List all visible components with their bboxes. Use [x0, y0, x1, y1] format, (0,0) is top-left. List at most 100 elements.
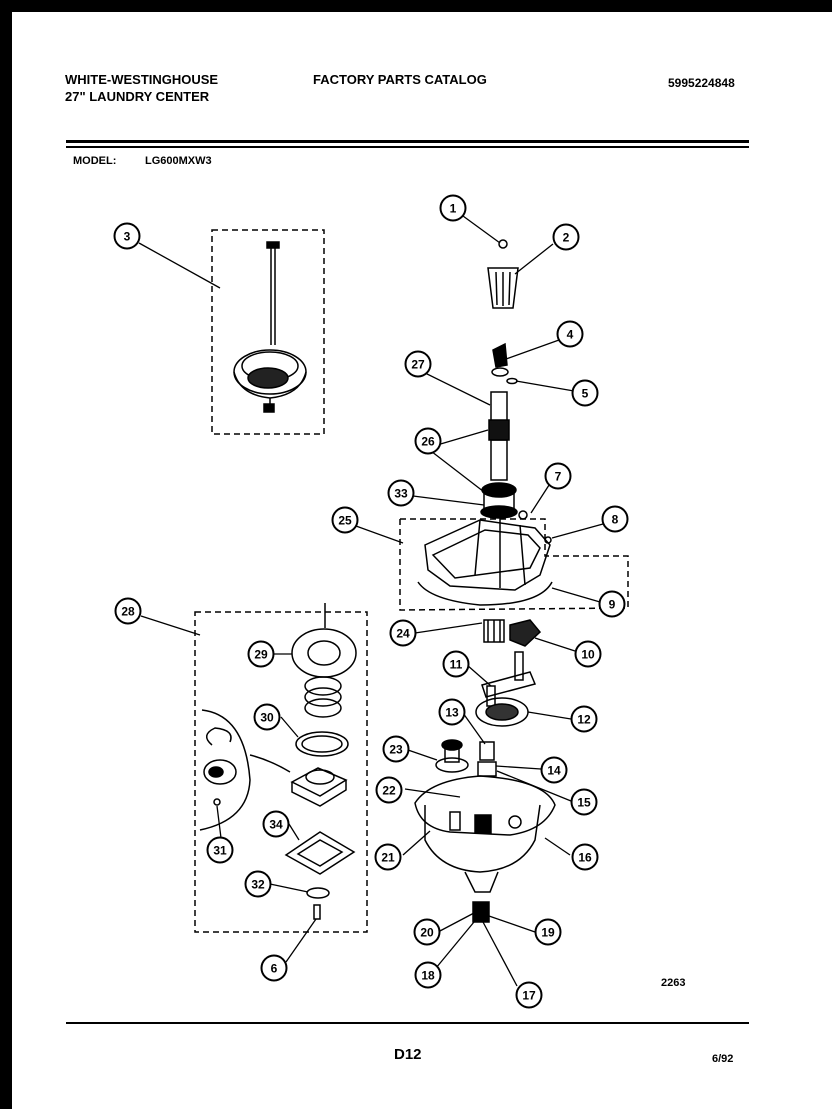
callout-label: 22 — [382, 784, 396, 798]
callout-label: 29 — [254, 648, 268, 662]
callout-28: 28 — [114, 597, 142, 625]
callout-label: 7 — [555, 470, 562, 484]
callout-circle — [571, 843, 599, 871]
callout-label: 30 — [260, 711, 274, 725]
callout-circle — [570, 788, 598, 816]
footer-rule — [66, 1022, 749, 1024]
callout-8: 8 — [601, 505, 629, 533]
callout-circle — [206, 836, 234, 864]
callout-circle — [534, 918, 562, 946]
callout-label: 11 — [450, 658, 463, 672]
callout-circle — [247, 640, 275, 668]
callout-label: 2 — [563, 231, 570, 245]
callout-label: 12 — [577, 713, 591, 727]
model-number: LG600MXW3 — [145, 155, 212, 167]
callout-label: 19 — [541, 926, 555, 940]
callout-26: 26 — [414, 427, 442, 455]
leader-lines — [138, 215, 604, 987]
callout-circle — [387, 479, 415, 507]
callout-18: 18 — [414, 961, 442, 989]
callout-label: 17 — [522, 989, 536, 1003]
callout-label: 18 — [421, 969, 435, 983]
callout-circle — [438, 698, 466, 726]
assembly-box-25 — [399, 518, 629, 611]
callout-30: 30 — [253, 703, 281, 731]
figure-id: 2263 — [661, 977, 686, 989]
callout-label: 31 — [213, 844, 227, 858]
callout-label: 9 — [609, 598, 616, 612]
callout-circle — [382, 735, 410, 763]
callout-label: 16 — [578, 851, 592, 865]
callout-circle — [262, 810, 290, 838]
callout-circle — [574, 640, 602, 668]
callout-19: 19 — [534, 918, 562, 946]
crank-and-gear-drawing — [475, 651, 537, 727]
callout-34: 34 — [262, 810, 290, 838]
callout-21: 21 — [374, 843, 402, 871]
callout-11: 11 — [442, 650, 470, 678]
callout-label: 4 — [567, 328, 574, 342]
callout-20: 20 — [413, 918, 441, 946]
callout-circle — [413, 918, 441, 946]
callout-10: 10 — [574, 640, 602, 668]
callout-1: 1 — [439, 194, 467, 222]
header-rule-top — [66, 140, 749, 143]
gear-case-drawing — [414, 775, 556, 893]
clip-and-cap-drawing — [487, 239, 519, 309]
pinion-and-cam-drawing — [483, 619, 542, 647]
product-title: 27" LAUNDRY CENTER — [65, 89, 210, 104]
callout-circle — [253, 703, 281, 731]
callout-13: 13 — [438, 698, 466, 726]
transmission-cover-drawing — [417, 510, 553, 606]
callout-circle — [114, 597, 142, 625]
callout-32: 32 — [244, 870, 272, 898]
assembly-box-28 — [194, 611, 368, 933]
callout-7: 7 — [544, 462, 572, 490]
callout-circle — [113, 222, 141, 250]
callout-circle — [515, 981, 543, 1009]
callout-label: 27 — [411, 358, 425, 372]
callout-circle — [598, 590, 626, 618]
callout-label: 32 — [251, 878, 265, 892]
callout-label: 3 — [124, 230, 131, 244]
callout-circle — [374, 843, 402, 871]
callout-circle — [556, 320, 584, 348]
catalog-number: 5995224848 — [668, 76, 735, 90]
callout-label: 21 — [381, 851, 395, 865]
callout-33: 33 — [387, 479, 415, 507]
model-label: MODEL: — [73, 155, 117, 167]
callout-2: 2 — [552, 223, 580, 251]
callout-circle — [570, 705, 598, 733]
callout-24: 24 — [389, 619, 417, 647]
callout-label: 20 — [420, 926, 434, 940]
callout-circle — [540, 756, 568, 784]
callout-circle — [414, 961, 442, 989]
callout-3: 3 — [113, 222, 141, 250]
callout-circle — [404, 350, 432, 378]
page-number: D12 — [394, 1046, 422, 1063]
callout-label: 1 — [450, 202, 457, 216]
callout-31: 31 — [206, 836, 234, 864]
callout-circle — [544, 462, 572, 490]
callout-label: 26 — [421, 435, 435, 449]
callout-29: 29 — [247, 640, 275, 668]
callout-circle — [439, 194, 467, 222]
callout-6: 6 — [260, 954, 288, 982]
callout-circle — [260, 954, 288, 982]
callout-circle — [244, 870, 272, 898]
brand-title: WHITE-WESTINGHOUSE — [65, 72, 219, 87]
callout-25: 25 — [331, 506, 359, 534]
callout-label: 28 — [121, 605, 135, 619]
callout-label: 5 — [582, 387, 589, 401]
callout-15: 15 — [570, 788, 598, 816]
callout-circle — [552, 223, 580, 251]
catalog-title: FACTORY PARTS CATALOG — [313, 72, 487, 87]
callout-label: 34 — [269, 818, 283, 832]
callout-4: 4 — [556, 320, 584, 348]
callout-circle — [442, 650, 470, 678]
callout-circle — [331, 506, 359, 534]
callout-label: 23 — [389, 743, 403, 757]
